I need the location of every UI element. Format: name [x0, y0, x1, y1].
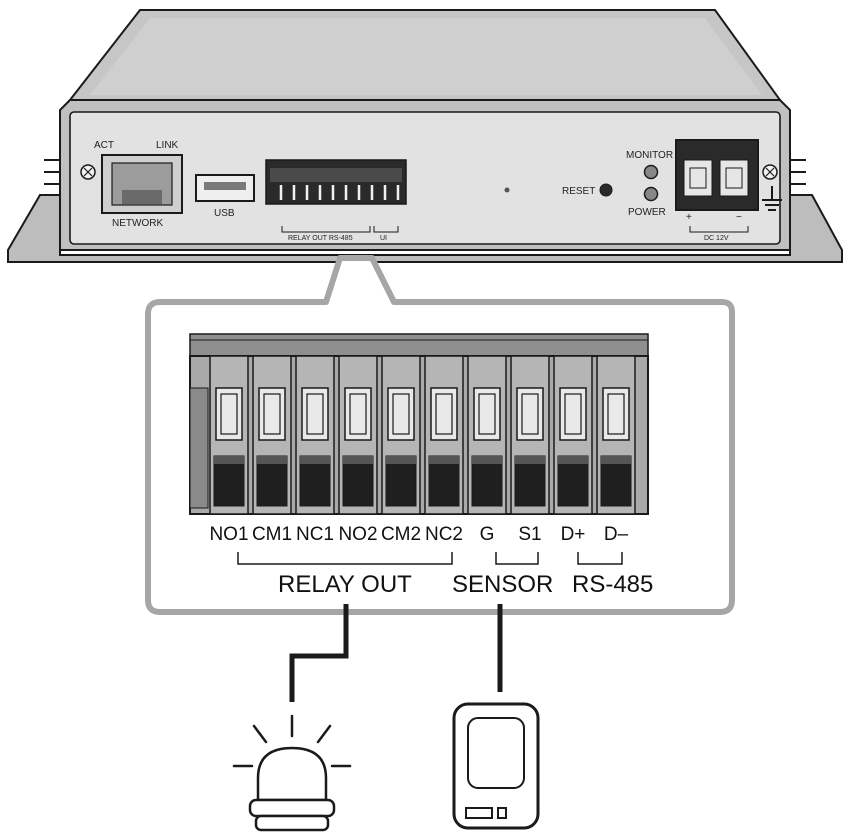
terminal-pin-3 — [338, 355, 378, 515]
terminal-sub-label: RELAY OUT RS-485 — [288, 235, 353, 242]
pin-label: CM2 — [381, 524, 421, 545]
dc-minus-label: − — [736, 212, 742, 223]
pin-label: G — [480, 524, 495, 545]
usb-label: USB — [214, 208, 235, 219]
dc-plus-label: + — [686, 212, 692, 223]
terminal-pin-6 — [467, 355, 507, 515]
dc-voltage-label: DC 12V — [704, 235, 729, 242]
alarm-light-icon — [232, 714, 352, 832]
rs485-label: RS-485 — [572, 571, 653, 598]
pin-label: D– — [604, 524, 629, 545]
terminal-pin-5 — [424, 355, 464, 515]
terminal-pin-8 — [553, 355, 593, 515]
terminal-ui-label: UI — [380, 235, 387, 242]
terminal-pin-0 — [209, 355, 249, 515]
relay-out-label: RELAY OUT — [278, 571, 412, 598]
monitor-label: MONITOR — [626, 150, 673, 161]
sensor-device-icon — [452, 702, 540, 830]
pin-label: NO1 — [209, 524, 248, 545]
pin-label: NC1 — [296, 524, 334, 545]
pin-label: D+ — [561, 524, 586, 545]
act-label: ACT — [94, 140, 114, 151]
ground-icon — [762, 186, 782, 211]
pin-label: CM1 — [252, 524, 292, 545]
terminal-pin-4 — [381, 355, 421, 515]
device-front-panel — [69, 111, 781, 245]
monitor-led — [643, 164, 659, 180]
screw-icon — [762, 164, 778, 180]
terminal-block-small[interactable] — [265, 159, 407, 205]
sensor-label: SENSOR — [452, 571, 553, 598]
terminal-pins — [189, 355, 636, 515]
power-label: POWER — [628, 207, 666, 218]
pin-label: NO2 — [338, 524, 377, 545]
terminal-pin-7 — [510, 355, 550, 515]
dc-power-terminal[interactable] — [675, 139, 759, 211]
network-label: NETWORK — [112, 218, 163, 229]
terminal-end-cap — [189, 387, 209, 509]
link-label: LINK — [156, 140, 179, 151]
power-led — [643, 186, 659, 202]
reset-label: RESET — [562, 186, 595, 197]
reset-button[interactable] — [599, 183, 613, 197]
terminal-pin-1 — [252, 355, 292, 515]
terminal-pin-9 — [596, 355, 636, 515]
terminal-pin-2 — [295, 355, 335, 515]
indicator-dot — [504, 187, 510, 193]
screw-icon — [80, 164, 96, 180]
device-unit: ACT LINK NETWORK USB RELAY OUT RS-485 UI — [7, 9, 843, 263]
relay-wire — [289, 604, 349, 702]
pin-label: NC2 — [425, 524, 463, 545]
pin-label: S1 — [518, 524, 541, 545]
